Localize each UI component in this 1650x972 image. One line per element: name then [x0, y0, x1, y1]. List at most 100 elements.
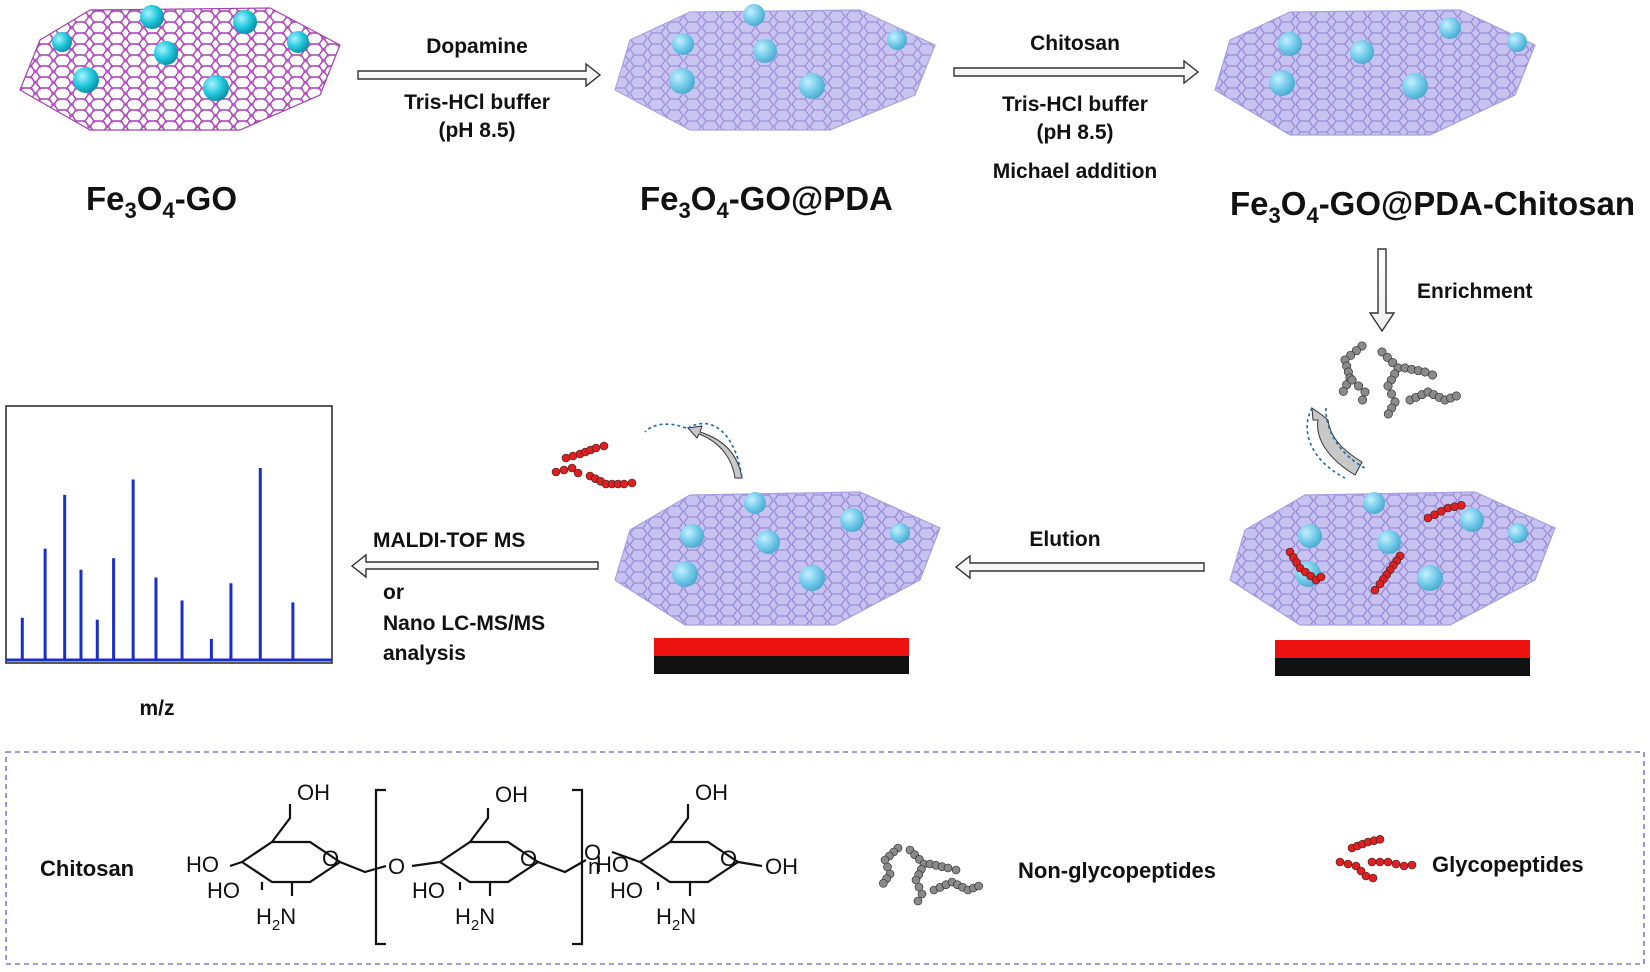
svg-text:H2N: H2N	[256, 904, 296, 934]
enrichment-arrow	[1368, 248, 1396, 333]
non-glycopeptide-bead	[974, 881, 983, 891]
glycopeptide-bead	[1457, 501, 1466, 510]
fe3o4-go-label: Fe3O4-GO	[86, 180, 237, 223]
fe3o4-nanoparticles	[52, 5, 309, 101]
michael-addition-label: Michael addition	[993, 160, 1158, 183]
pda-coated-nanoparticles	[669, 4, 907, 99]
legend-chitosan-label: Chitosan	[40, 856, 134, 881]
glycopeptide-bead	[627, 478, 637, 488]
nano-lcms-label: Nano LC-MS/MS	[383, 612, 545, 635]
svg-text:O: O	[520, 846, 537, 871]
glycopeptide-bead	[1335, 857, 1345, 867]
non-glycopeptide-bead	[943, 863, 953, 873]
legend-glycopeptides-label: Glycopeptides	[1432, 852, 1584, 877]
svg-text:OH: OH	[765, 854, 798, 879]
svg-text:HO: HO	[412, 878, 445, 903]
glycopeptide-bead	[591, 443, 601, 453]
step2-ph-label: (pH 8.5)	[1036, 121, 1113, 144]
glycopeptide-bead	[1370, 585, 1380, 595]
glycopeptide-bead	[1407, 860, 1417, 870]
non-glycopeptide-bead	[951, 865, 961, 875]
spectrum-peaks	[20, 468, 295, 660]
svg-text:HO: HO	[596, 852, 629, 877]
release-curved-arrow-middle	[644, 422, 743, 479]
svg-text:OH: OH	[695, 780, 728, 805]
step1-buffer-label: Tris-HCl buffer	[404, 91, 550, 114]
svg-text:H2N: H2N	[656, 904, 696, 934]
svg-text:O: O	[322, 846, 339, 871]
non-glycopeptide-bead	[1338, 386, 1348, 396]
svg-text:HO: HO	[186, 852, 219, 877]
glycopeptide-bead	[1375, 835, 1385, 844]
non-glycopeptide-bead	[1387, 389, 1397, 399]
non-glycopeptide-bead	[913, 896, 923, 906]
spectrum-frame	[5, 405, 333, 664]
or-label: or	[383, 581, 404, 604]
fe3o4-go-pda-chitosan-label: Fe3O4-GO@PDA-Chitosan	[1230, 185, 1635, 228]
glycopeptide-bead	[1343, 859, 1353, 869]
chitosan-structure	[229, 788, 763, 946]
chitosan-coated-nanoparticles	[1269, 17, 1527, 99]
non-glycopeptide-bead	[1360, 387, 1370, 397]
non-glycopeptide-bead	[1382, 352, 1392, 362]
dopamine-label: Dopamine	[426, 35, 528, 58]
glycopeptide-bead	[1383, 857, 1393, 867]
svg-text:n: n	[588, 854, 600, 879]
fe3o4-go-pda-chitosan-sheet	[1214, 9, 1536, 136]
legend-non-glycopeptides-label: Non-glycopeptides	[1018, 858, 1216, 883]
glycopeptides-icon	[1335, 835, 1417, 883]
released-glycopeptides	[551, 441, 637, 489]
chitosan-step-arrow	[953, 59, 1200, 85]
glycopeptide-bead	[1391, 859, 1401, 869]
non-glycopeptide-bead	[1377, 347, 1387, 357]
glycopeptide-bead	[599, 441, 609, 451]
analysis-label: analysis	[383, 642, 466, 665]
svg-text:HO: HO	[610, 878, 643, 903]
eluted-sheet	[614, 491, 941, 626]
glycopeptide-bead	[1367, 857, 1377, 867]
glycopeptide-bead	[551, 467, 561, 477]
non-glycopeptide-bead	[1420, 367, 1430, 377]
glycopeptide-bead	[1399, 861, 1409, 871]
eluted-nanoparticles	[672, 492, 910, 591]
svg-text:OH: OH	[495, 782, 528, 807]
mz-axis-label: m/z	[139, 697, 174, 720]
magnet-bar-right	[1275, 640, 1530, 676]
non-glycopeptide-bead	[1347, 375, 1357, 385]
enriched-sheet-with-glycopeptides	[1229, 491, 1556, 626]
release-curved-arrow-right	[1306, 406, 1366, 479]
glycopeptide-bead	[1375, 857, 1385, 867]
fe3o4-go-sheet	[19, 5, 341, 131]
dopamine-step-arrow	[357, 62, 602, 88]
step2-buffer-label: Tris-HCl buffer	[1002, 93, 1148, 116]
non-glycopeptide-bead	[1383, 381, 1393, 391]
svg-text:OH: OH	[297, 780, 330, 805]
non-glycopeptide-bead	[1428, 370, 1438, 380]
non-glycopeptide-bead	[917, 889, 927, 899]
glycopeptide-bead	[573, 468, 583, 478]
non-glycopeptide-bead	[1383, 409, 1393, 419]
magnet-bar-middle	[654, 638, 909, 674]
chitosan-structure-labels: OH O HO HO H2N O OH O HO H2N n O OH O HO…	[186, 780, 798, 934]
non-glycopeptide-bead	[1388, 358, 1398, 368]
legend-box	[5, 751, 1645, 965]
analysis-arrow	[350, 553, 599, 579]
enrichment-label: Enrichment	[1417, 280, 1533, 303]
glycopeptide-bead	[559, 465, 569, 475]
non-glycopeptides-icon	[879, 843, 983, 906]
glycopeptide-bead	[619, 479, 629, 489]
chitosan-reagent-label: Chitosan	[1030, 32, 1120, 55]
step1-ph-label: (pH 8.5)	[438, 119, 515, 142]
elution-label: Elution	[1029, 528, 1100, 551]
non-glycopeptide-bead	[1354, 381, 1364, 391]
non-glycopeptide-bead	[879, 879, 888, 888]
svg-text:O: O	[388, 854, 405, 879]
non-glycopeptides-cluster	[1338, 341, 1461, 419]
maldi-tof-label: MALDI-TOF MS	[373, 529, 525, 552]
fe3o4-go-pda-label: Fe3O4-GO@PDA	[640, 180, 893, 223]
svg-text:H2N: H2N	[455, 904, 495, 934]
non-glycopeptide-bead	[1451, 391, 1461, 401]
mass-spectrum	[5, 405, 333, 664]
bound-glycopeptides	[1285, 501, 1466, 595]
svg-text:O: O	[720, 846, 737, 871]
